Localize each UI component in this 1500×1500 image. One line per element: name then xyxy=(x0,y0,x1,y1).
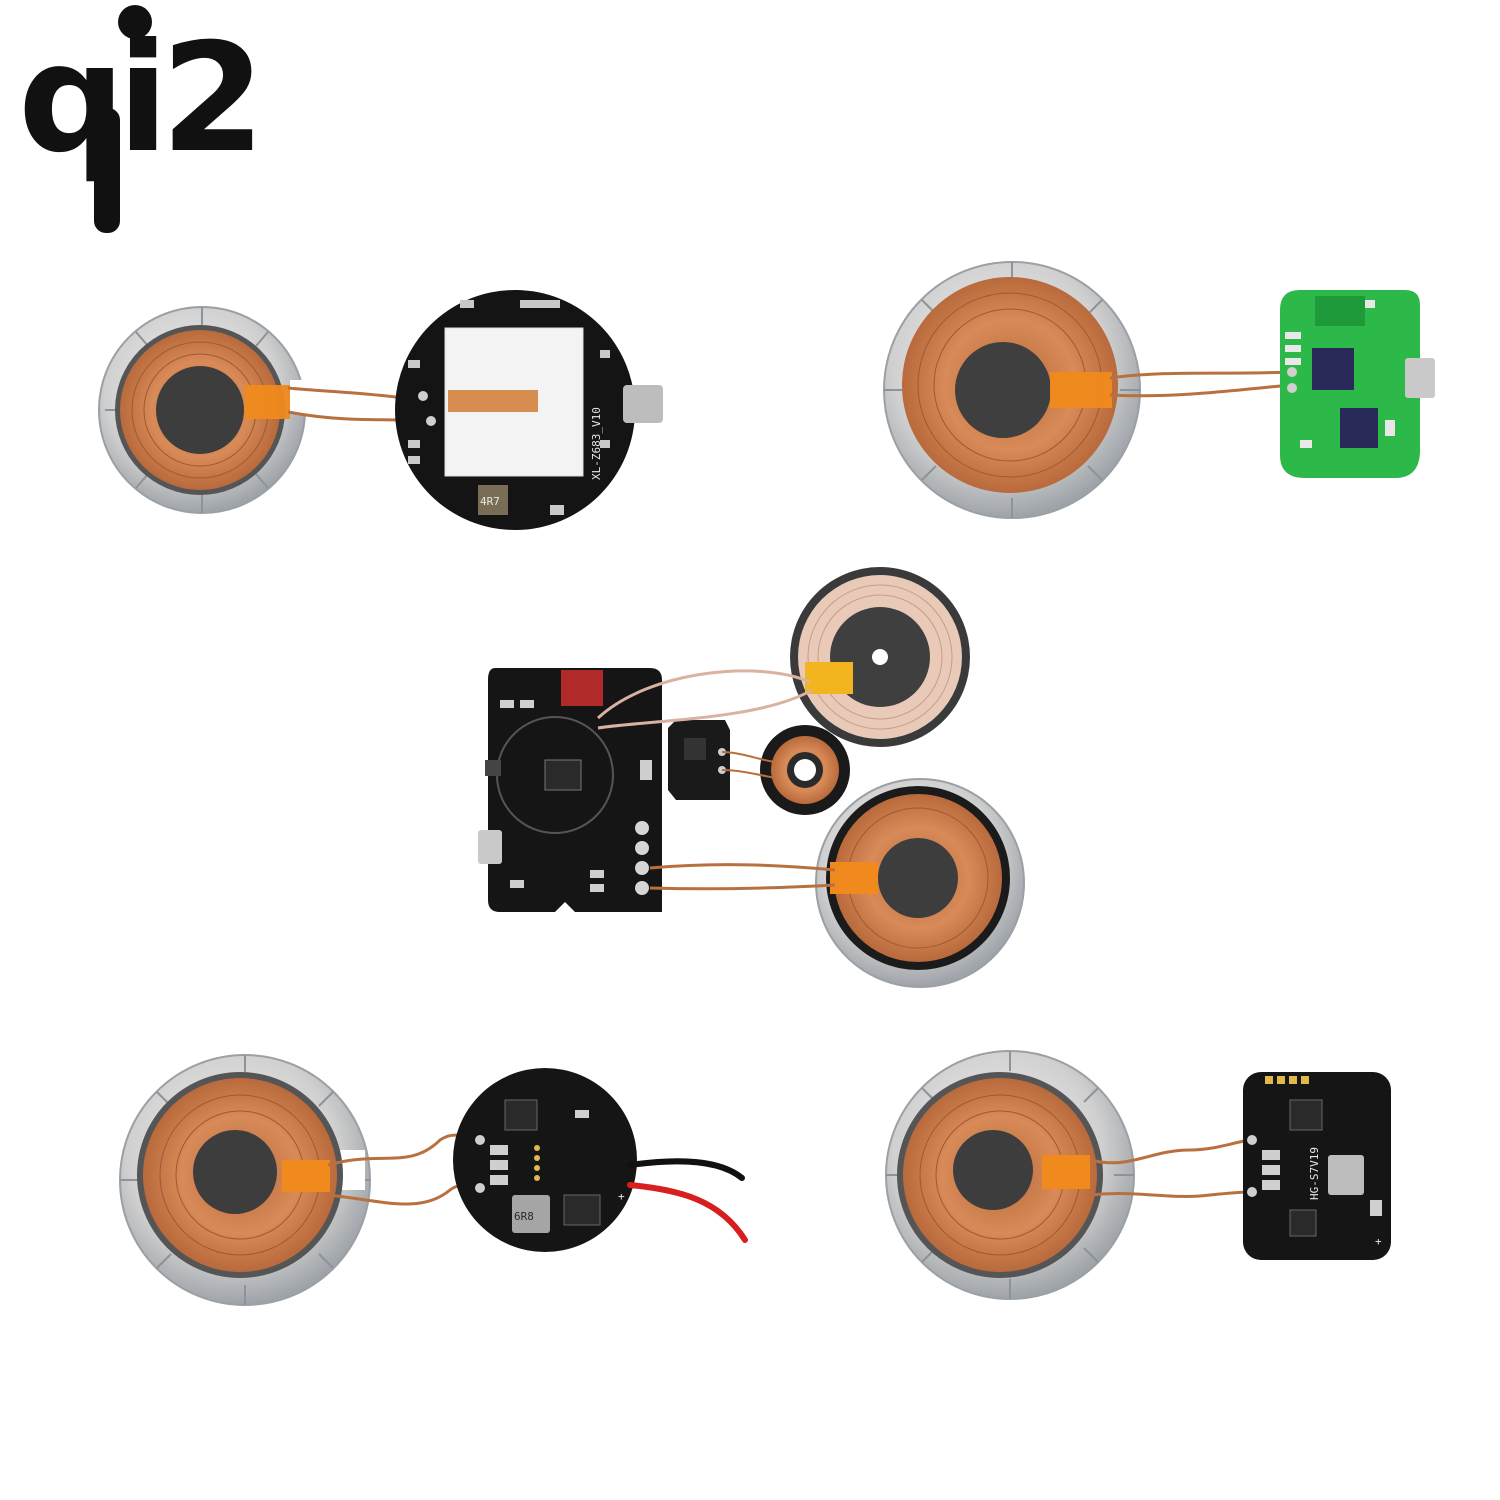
wire-black xyxy=(627,1158,745,1181)
pcb-square-black: HG-S7V19 + xyxy=(1243,1072,1391,1260)
kapton-tape xyxy=(830,862,878,894)
pcb-inductor-marking: 6R8 xyxy=(514,1210,534,1223)
module-bottom-left: 6R8 + xyxy=(119,1054,748,1306)
pcb-green xyxy=(1280,290,1435,478)
coil-bottom-left xyxy=(119,1054,371,1306)
pcb-plus-marking: + xyxy=(1375,1235,1382,1248)
pcb-model-label: HG-S7V19 xyxy=(1308,1147,1321,1200)
coil-flat-pcb xyxy=(790,567,970,747)
qi2-logo-dot xyxy=(118,5,152,39)
pcb-plus-marking: + xyxy=(618,1190,625,1203)
pcb-small-receiver xyxy=(668,720,730,800)
qi2-logo-descender xyxy=(94,108,120,233)
module-bottom-right: HG-S7V19 + xyxy=(885,1050,1391,1300)
pcb-center-black xyxy=(478,668,662,912)
kapton-tape xyxy=(245,385,290,419)
pcb-inductor-marking: 4R7 xyxy=(480,495,500,508)
pcb-round-black: 6R8 + xyxy=(453,1068,637,1252)
module-top-right xyxy=(883,261,1435,519)
qi2-logo-text: qi2 xyxy=(18,12,257,186)
coil-leads xyxy=(1109,370,1291,398)
power-wires xyxy=(627,1158,748,1243)
pcb-model-label: XL-Z683_V10 xyxy=(590,407,603,480)
coil-center-large xyxy=(815,778,1025,988)
module-center xyxy=(478,567,1025,988)
coil-top-left xyxy=(98,306,312,514)
coil-leads xyxy=(596,669,836,891)
coil-leads xyxy=(1089,1138,1251,1198)
coil-bottom-right xyxy=(885,1050,1135,1300)
kapton-tape xyxy=(282,1160,330,1192)
module-top-left: 4R7 XL-Z683_V10 xyxy=(98,290,663,530)
pcb-round-black: 4R7 XL-Z683_V10 xyxy=(395,290,663,530)
coil-small xyxy=(760,725,850,815)
kapton-tape xyxy=(805,662,853,694)
kapton-tape xyxy=(1042,1155,1090,1189)
qi2-logo: qi2 xyxy=(18,5,265,233)
wire-red xyxy=(627,1182,748,1243)
kapton-tape xyxy=(1050,372,1112,408)
coil-top-right xyxy=(883,261,1141,519)
